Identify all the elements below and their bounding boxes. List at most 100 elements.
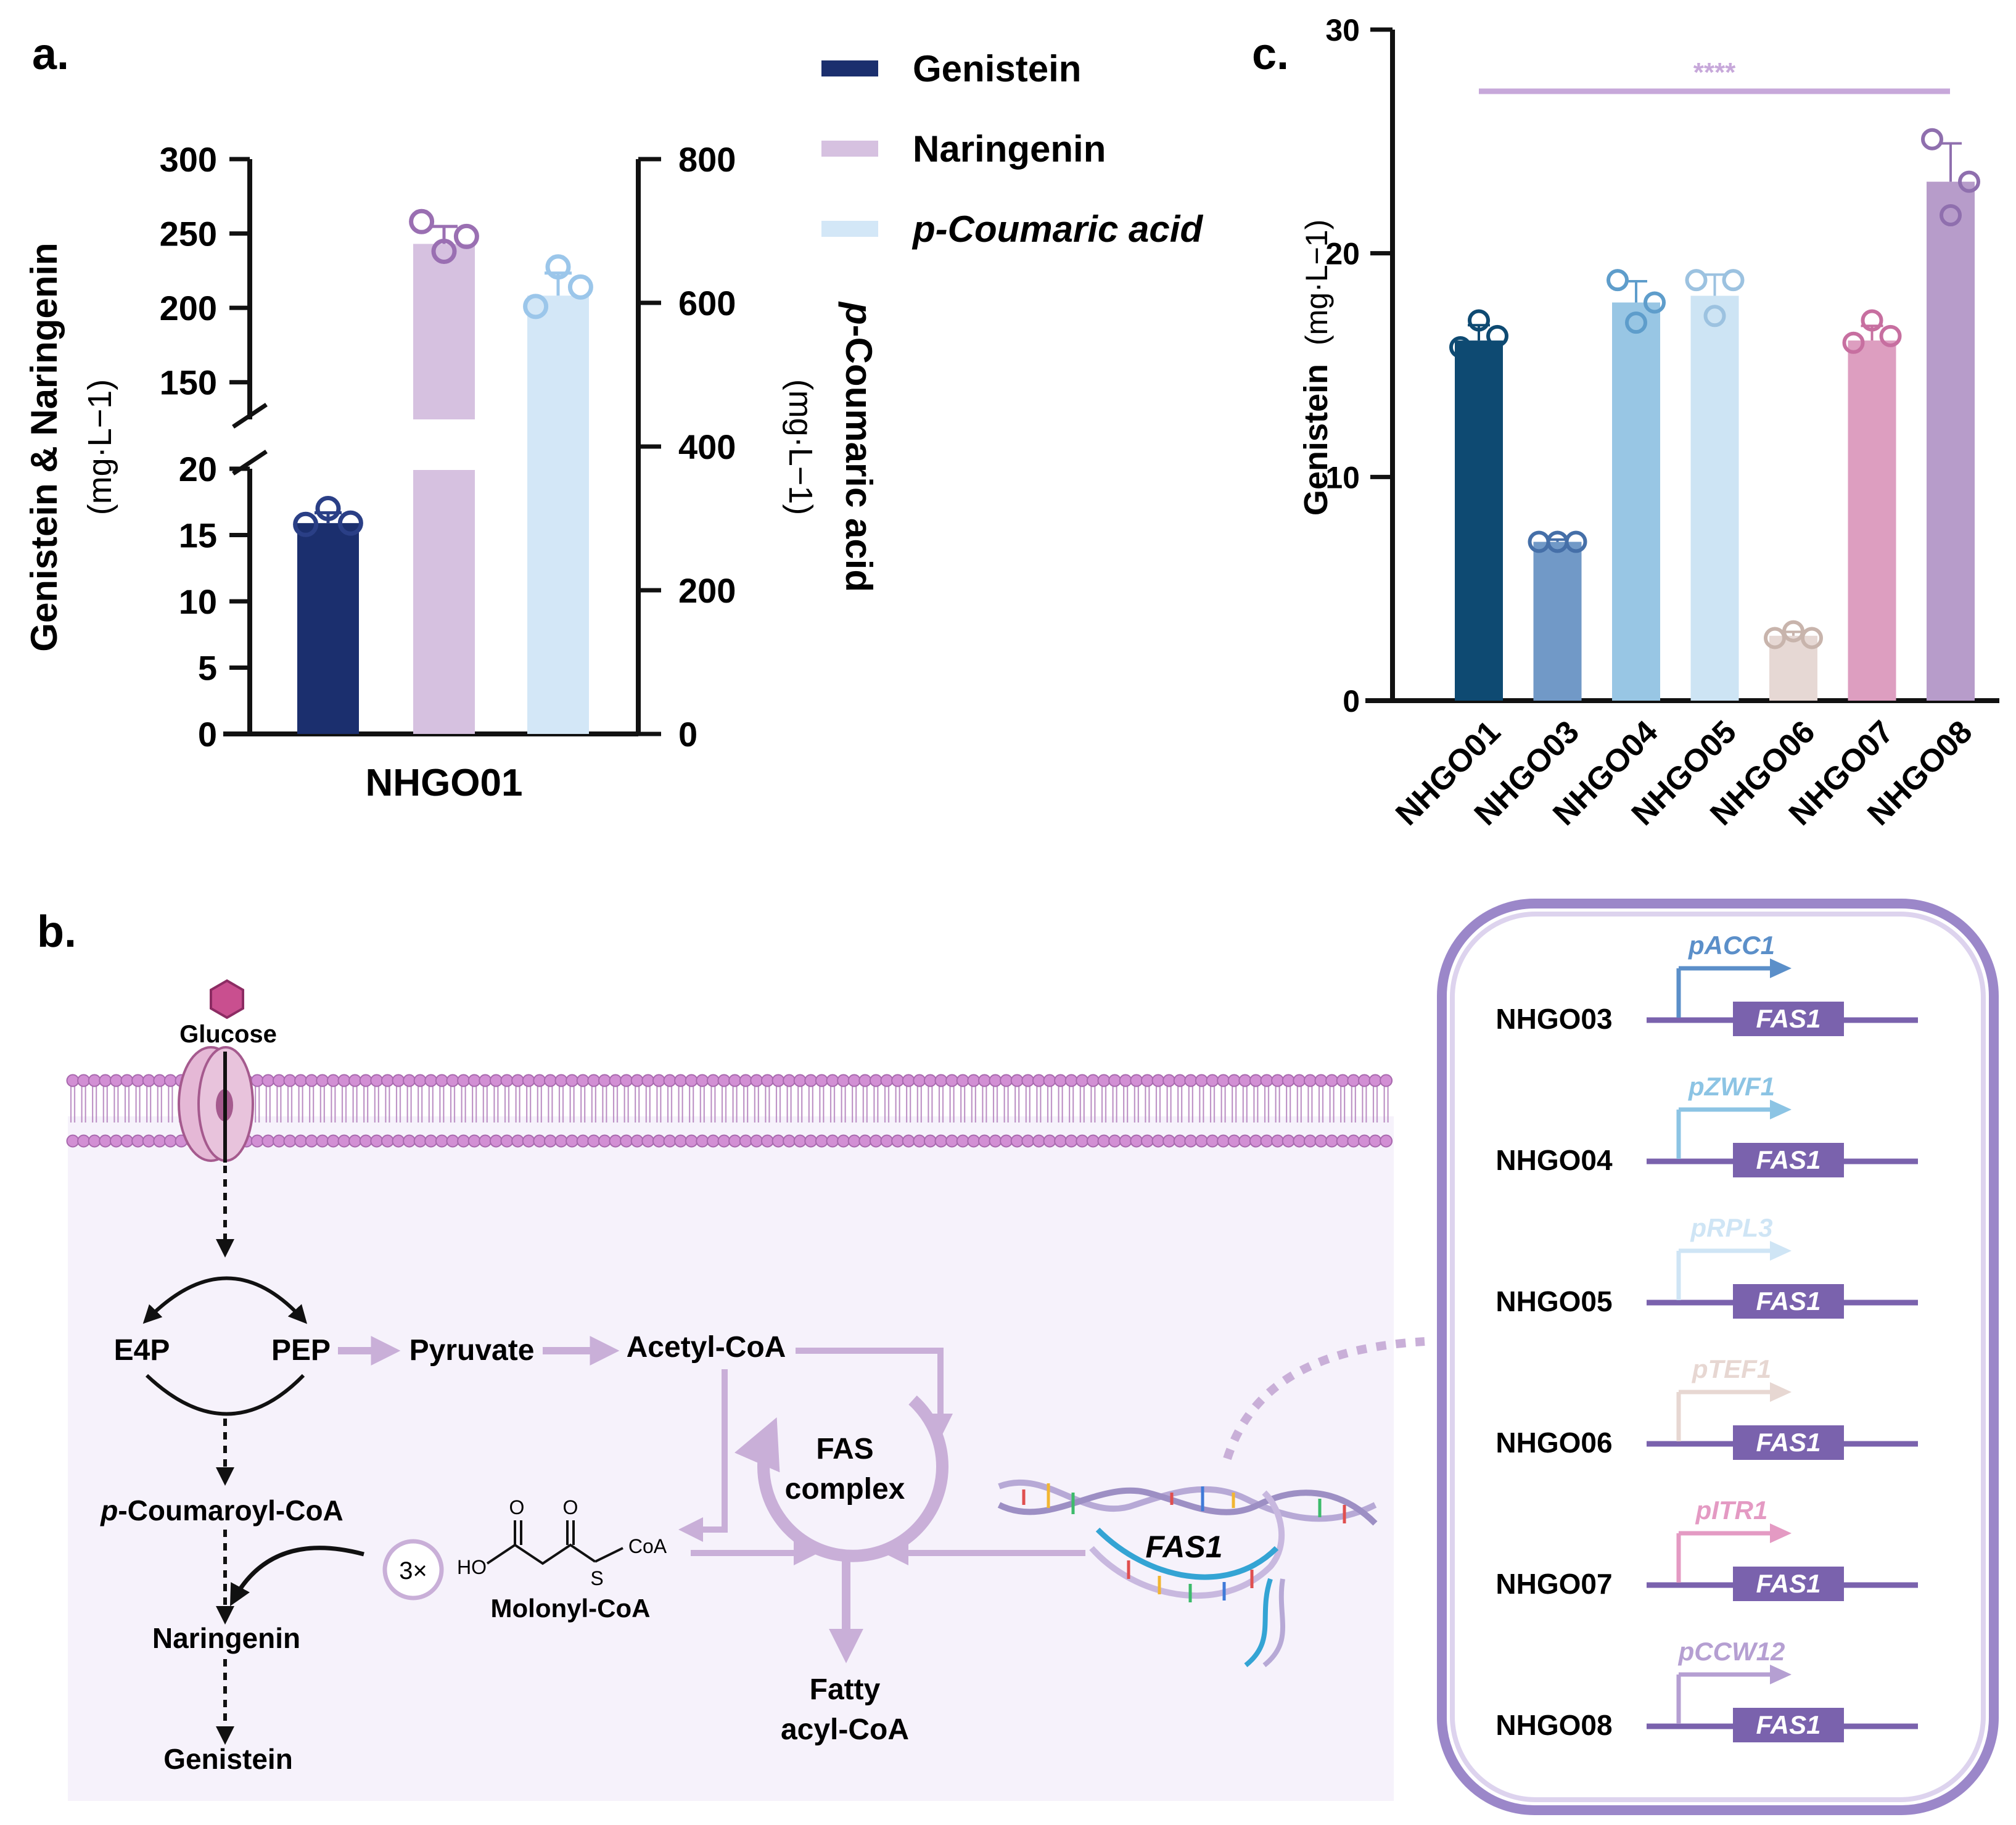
lipid-head: [891, 1074, 905, 1087]
data-point: [1625, 311, 1647, 334]
lipid-head: [1130, 1074, 1143, 1087]
lipid-head: [1249, 1074, 1262, 1087]
lipid-head: [1293, 1074, 1306, 1087]
lipid-head: [652, 1134, 665, 1148]
y-tick-label-right: 400: [678, 427, 736, 466]
glucose-icon: [210, 979, 244, 1020]
lipid-head: [923, 1134, 937, 1148]
data-point: [1842, 331, 1865, 354]
significance-label: ****: [1693, 57, 1736, 88]
lipid-head: [1043, 1134, 1056, 1148]
legend-label: p-Coumaric acid: [911, 208, 1203, 250]
lipid-head: [1021, 1134, 1035, 1148]
dna-gene-label: FAS1: [1145, 1530, 1222, 1564]
lipid-head: [739, 1074, 752, 1087]
y-axis-title-right-prefix: p: [838, 301, 879, 325]
promoter-arrow-head: [1770, 1665, 1792, 1684]
lipid-head: [381, 1134, 394, 1148]
panel-label-a: a.: [32, 30, 69, 79]
lipid-head: [533, 1134, 546, 1148]
lipid-head: [446, 1074, 459, 1087]
lipid-head: [294, 1074, 308, 1087]
legend-swatch: [821, 221, 878, 237]
stoichiometry-circle: [382, 1539, 444, 1600]
lipid-head: [337, 1134, 351, 1148]
data-point: [453, 223, 479, 249]
lipid-head: [815, 1134, 828, 1148]
lipid-head: [1227, 1134, 1241, 1148]
lipid-head: [1130, 1134, 1143, 1148]
promoter-arrow-head: [1770, 1382, 1792, 1402]
lipid-head: [706, 1134, 720, 1148]
lipid-head: [1151, 1074, 1165, 1087]
lipid-head: [1347, 1134, 1360, 1148]
node-naringenin: Naringenin: [152, 1622, 300, 1654]
lipid-head: [1010, 1134, 1024, 1148]
lipid-head: [977, 1134, 991, 1148]
lipid-head: [250, 1074, 264, 1087]
lipid-head: [554, 1134, 568, 1148]
lipid-head: [413, 1134, 427, 1148]
node-e4p: E4P: [114, 1334, 170, 1367]
lipid-head: [99, 1074, 112, 1087]
construct-strain: NHGO05: [1496, 1285, 1612, 1317]
construct-promoter: pITR1: [1695, 1496, 1768, 1525]
lipid-head: [837, 1074, 850, 1087]
lipid-head: [1380, 1134, 1393, 1148]
lipid-head: [945, 1134, 959, 1148]
data-point: [1565, 530, 1587, 553]
node-pyruvate: Pyruvate: [409, 1334, 535, 1367]
y-tick-label-right: 800: [678, 140, 736, 179]
y-tick-label-right: 0: [678, 715, 697, 754]
lipid-head: [1249, 1134, 1262, 1148]
lipid-head: [1054, 1134, 1068, 1148]
y-tick-label: 150: [160, 363, 217, 402]
lipid-head: [163, 1134, 177, 1148]
construct-gene: FAS1: [1756, 1004, 1821, 1033]
lipid-head: [522, 1074, 535, 1087]
lipid-head: [1206, 1134, 1219, 1148]
lipid-head: [804, 1134, 818, 1148]
bar: [1690, 295, 1739, 701]
lipid-head: [1162, 1134, 1176, 1148]
y-tick-label: 15: [179, 516, 217, 555]
lipid-head: [500, 1134, 514, 1148]
lipid-head: [706, 1074, 720, 1087]
data-point: [1782, 620, 1804, 643]
lipid-head: [403, 1134, 416, 1148]
lipid-head: [457, 1134, 471, 1148]
lipid-head: [1206, 1074, 1219, 1087]
dna-helix-icon: [997, 1480, 1378, 1668]
fatty-acyl-line1: Fatty: [810, 1673, 881, 1706]
lipid-head: [598, 1134, 611, 1148]
lipid-head: [880, 1074, 894, 1087]
y-axis-title-left: Genistein & Naringenin: [23, 242, 65, 651]
construct-gene: FAS1: [1756, 1710, 1821, 1739]
gene-box: [1733, 1002, 1844, 1036]
y-tick-label: 200: [160, 289, 217, 328]
promoter-arrow-head: [1770, 958, 1792, 978]
construct-strain: NHGO03: [1496, 1003, 1612, 1035]
lipid-head: [837, 1134, 850, 1148]
lipid-head: [1368, 1134, 1382, 1148]
data-point: [1958, 170, 1980, 193]
lipid-head: [869, 1134, 883, 1148]
lipid-head: [826, 1074, 839, 1087]
construct-promoter: pTEF1: [1692, 1354, 1771, 1383]
lipid-head: [685, 1074, 698, 1087]
lipid-head: [511, 1074, 525, 1087]
bar: [1848, 340, 1896, 701]
lipid-head: [392, 1074, 405, 1087]
lipid-head: [413, 1074, 427, 1087]
lipid-head: [913, 1134, 926, 1148]
y-tick-label: 250: [160, 215, 217, 253]
lipid-head: [869, 1074, 883, 1087]
category-label: NHGO01: [366, 762, 523, 804]
lipid-head: [1260, 1134, 1273, 1148]
lipid-head: [446, 1134, 459, 1148]
lipid-head: [641, 1134, 655, 1148]
lipid-head: [1195, 1074, 1208, 1087]
y-axis-unit-right: (mg·L−1): [782, 379, 819, 516]
lipid-head: [630, 1074, 644, 1087]
